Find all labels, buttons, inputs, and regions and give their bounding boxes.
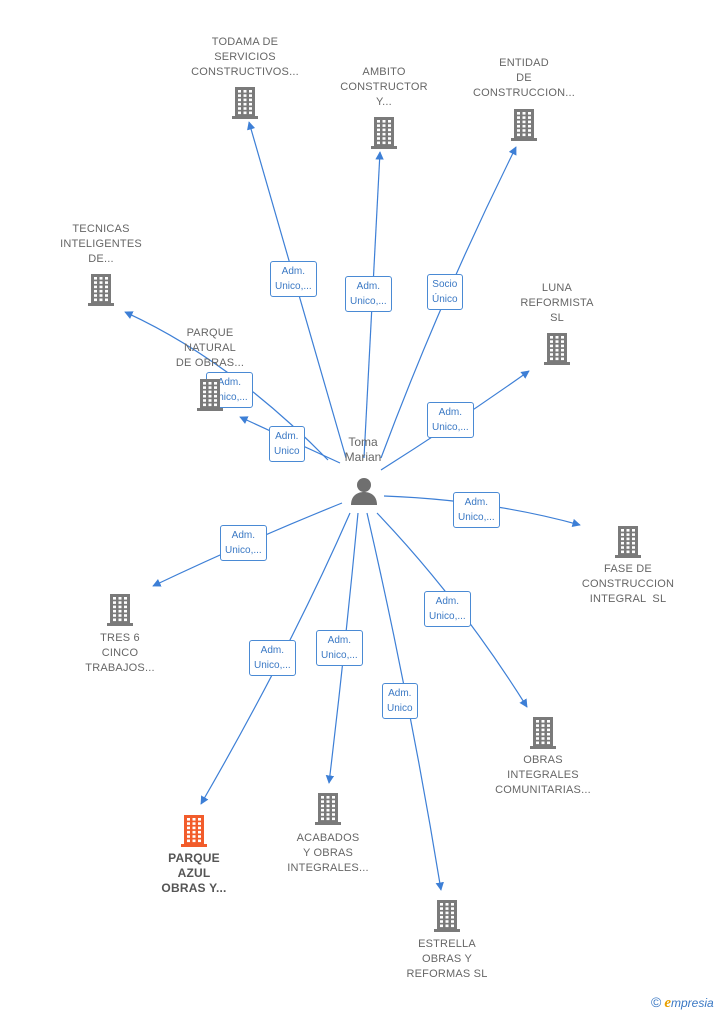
- building-icon-parque-azul[interactable]: [179, 813, 209, 847]
- empresia-brand: ©empresia: [651, 994, 714, 1012]
- relation-label-tres6[interactable]: Adm. Unico,...: [220, 525, 267, 561]
- brand-initial: e: [664, 995, 671, 1011]
- building-icon-entidad[interactable]: [509, 107, 539, 141]
- company-label-tres6[interactable]: TRES 6 CINCO TRABAJOS...: [85, 632, 155, 674]
- building-icon-tres6[interactable]: [105, 592, 135, 626]
- company-label-obras-integrales[interactable]: OBRAS INTEGRALES COMUNITARIAS...: [495, 754, 591, 796]
- building-icon-parque-natural[interactable]: [195, 377, 225, 411]
- relation-label-acabados[interactable]: Adm. Unico,...: [316, 630, 363, 666]
- relation-label-entidad[interactable]: Socio Único: [427, 274, 463, 310]
- brand-name: mpresia: [671, 996, 714, 1010]
- relation-label-estrella[interactable]: Adm. Unico: [382, 683, 418, 719]
- company-label-tecnicas[interactable]: TECNICAS INTELIGENTES DE...: [60, 223, 142, 265]
- relation-label-fase[interactable]: Adm. Unico,...: [453, 492, 500, 528]
- company-label-parque-natural[interactable]: PARQUE NATURAL DE OBRAS...: [175, 327, 245, 369]
- copyright-symbol: ©: [651, 994, 662, 1010]
- company-label-entidad[interactable]: ENTIDAD DE CONSTRUCCION...: [473, 57, 575, 99]
- relation-label-parque-natural[interactable]: Adm. Unico: [269, 426, 305, 462]
- company-label-estrella[interactable]: ESTRELLA OBRAS Y REFORMAS SL: [406, 938, 488, 980]
- relation-label-parque-azul[interactable]: Adm. Unico,...: [249, 640, 296, 676]
- company-label-ambito[interactable]: AMBITO CONSTRUCTOR Y...: [340, 66, 428, 108]
- building-icon-acabados[interactable]: [313, 791, 343, 825]
- company-label-luna[interactable]: LUNA REFORMISTA SL: [520, 282, 594, 324]
- relation-label-obras-integrales[interactable]: Adm. Unico,...: [424, 591, 471, 627]
- person-icon[interactable]: [349, 476, 379, 506]
- relation-label-luna[interactable]: Adm. Unico,...: [427, 402, 474, 438]
- company-label-acabados[interactable]: ACABADOS Y OBRAS INTEGRALES...: [287, 832, 369, 874]
- relation-label-todama[interactable]: Adm. Unico,...: [270, 261, 317, 297]
- company-label-parque-azul[interactable]: PARQUE AZUL OBRAS Y...: [161, 851, 227, 895]
- building-icon-todama[interactable]: [230, 85, 260, 119]
- building-icon-luna[interactable]: [542, 331, 572, 365]
- company-label-todama[interactable]: TODAMA DE SERVICIOS CONSTRUCTIVOS...: [191, 36, 299, 78]
- building-icon-fase[interactable]: [613, 524, 643, 558]
- relation-label-ambito[interactable]: Adm. Unico,...: [345, 276, 392, 312]
- building-icon-obras-integrales[interactable]: [528, 715, 558, 749]
- building-icon-estrella[interactable]: [432, 898, 462, 932]
- company-label-fase[interactable]: FASE DE CONSTRUCCION INTEGRAL SL: [581, 563, 675, 605]
- building-icon-tecnicas[interactable]: [86, 272, 116, 306]
- person-name[interactable]: Toma Marian: [344, 435, 382, 464]
- building-icon-ambito[interactable]: [369, 115, 399, 149]
